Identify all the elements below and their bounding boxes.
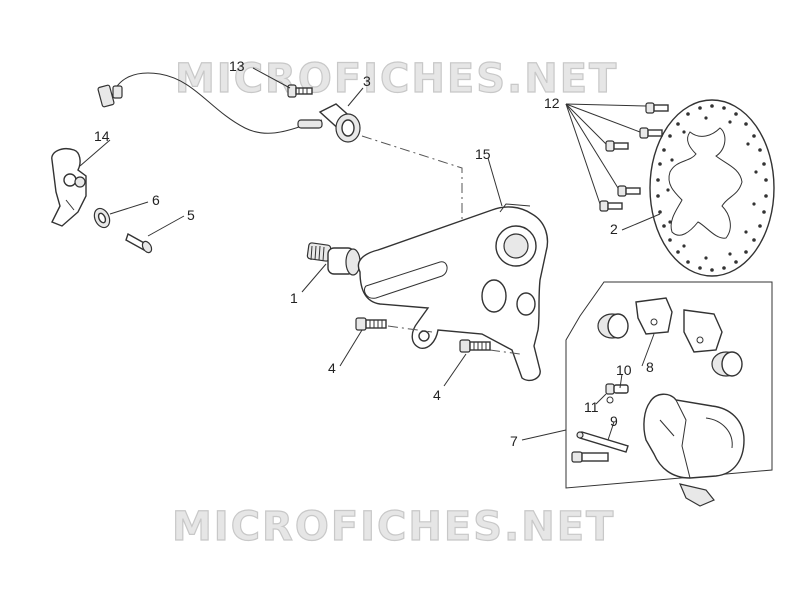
cable-connector bbox=[97, 84, 115, 108]
callout-4-upper: 4 bbox=[328, 360, 336, 376]
pin-1 bbox=[306, 242, 361, 276]
caliper-bracket-15 bbox=[357, 203, 549, 382]
abs-sensor-assembly bbox=[97, 72, 361, 143]
callout-12: 12 bbox=[544, 95, 560, 111]
pin-5 bbox=[125, 232, 153, 254]
callout-3: 3 bbox=[363, 73, 371, 89]
bleed-valve-10-11 bbox=[605, 383, 629, 404]
callout-6: 6 bbox=[152, 192, 160, 208]
caliper-group-outline bbox=[565, 281, 773, 489]
brake-disc-2 bbox=[649, 99, 775, 277]
callout-1: 1 bbox=[290, 290, 298, 306]
callout-2: 2 bbox=[610, 221, 618, 237]
callout-5: 5 bbox=[187, 207, 195, 223]
callout-7: 7 bbox=[510, 433, 518, 449]
callout-4-lower: 4 bbox=[433, 387, 441, 403]
brake-pads-8 bbox=[597, 297, 743, 377]
callout-9: 9 bbox=[610, 413, 618, 429]
bolt-4-lower bbox=[459, 339, 491, 353]
disc-bolts-12 bbox=[599, 102, 669, 212]
callout-14: 14 bbox=[94, 128, 110, 144]
caliper-bolt bbox=[571, 451, 609, 463]
callout-13: 13 bbox=[229, 58, 245, 74]
watermark-top: MICROFICHES.NET bbox=[175, 56, 618, 102]
callout-8: 8 bbox=[646, 359, 654, 375]
caliper-body bbox=[643, 393, 745, 507]
washer-6 bbox=[93, 207, 111, 229]
callout-11: 11 bbox=[584, 399, 599, 415]
clip-14 bbox=[51, 148, 87, 227]
callout-15: 15 bbox=[475, 146, 491, 162]
watermark-bottom: MICROFICHES.NET bbox=[172, 504, 615, 550]
bolt-4-upper bbox=[355, 317, 387, 331]
pad-pin-9 bbox=[576, 431, 629, 453]
callout-10: 10 bbox=[616, 362, 632, 378]
